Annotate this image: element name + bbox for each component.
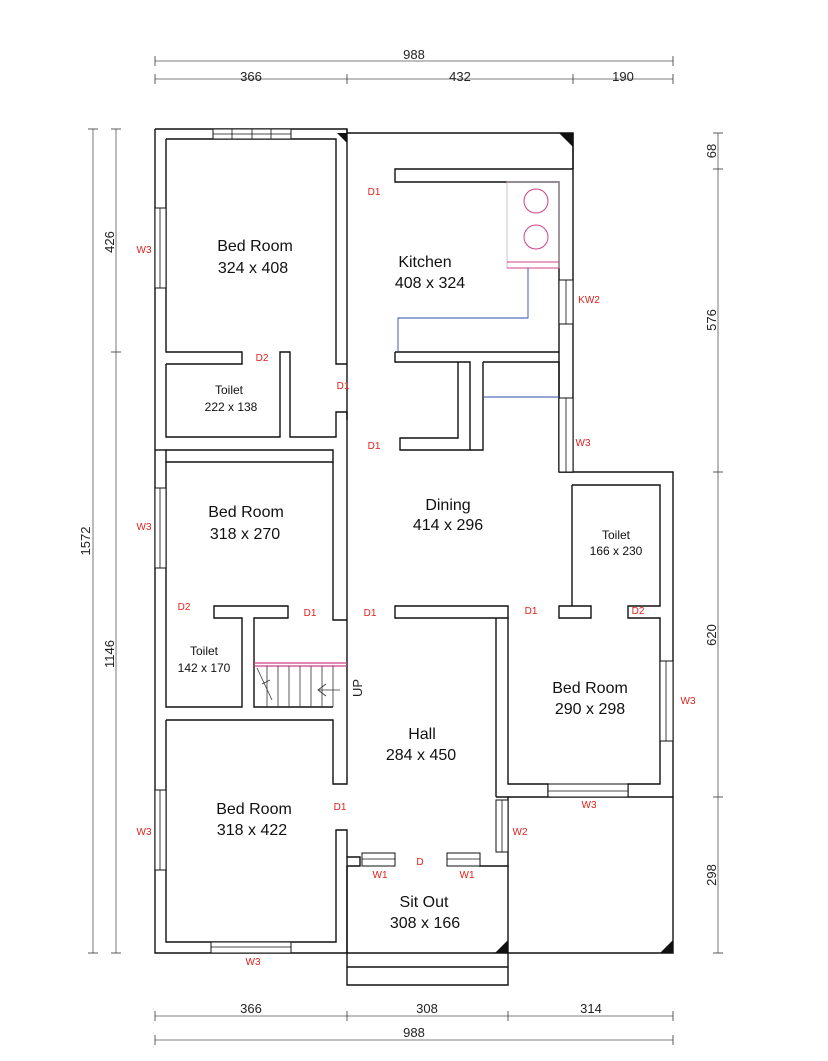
window-left-bed4 (154, 789, 167, 871)
corner-columns (337, 133, 673, 953)
tag-w3: W3 (576, 438, 591, 449)
column-marker (337, 133, 347, 143)
stove-burner-icon (523, 188, 549, 214)
window-bottom-bed3 (547, 783, 629, 798)
window-left-bed2 (154, 487, 167, 569)
tag-kw2: KW2 (578, 295, 600, 306)
tag-d1: D1 (337, 381, 350, 392)
toilet1-name: Toilet (215, 383, 244, 397)
hall-name: Hall (408, 726, 436, 743)
column-marker (559, 133, 573, 147)
window-right-bed3 (659, 660, 674, 742)
tag-w3: W3 (246, 957, 261, 968)
tag-d1: D1 (368, 441, 381, 452)
kitchen-size: 408 x 324 (395, 275, 465, 292)
kitchen-name: Kitchen (398, 254, 451, 271)
window-hall-w2 (495, 799, 509, 853)
tag-w1: W1 (373, 870, 388, 881)
bedroom2-size: 318 x 270 (210, 526, 280, 543)
tag-w3: W3 (137, 827, 152, 838)
tag-d2: D2 (178, 602, 191, 613)
top-total-dim: 988 (403, 47, 425, 62)
dining-name: Dining (425, 497, 470, 514)
sitout-size: 308 x 166 (390, 915, 460, 932)
tag-d2: D2 (632, 606, 645, 617)
left-dimensions: 1572 426 1146 (78, 128, 121, 954)
tag-d1: D1 (368, 187, 381, 198)
column-marker (495, 940, 508, 953)
room-labels: Bed Room 324 x 408 Kitchen 408 x 324 Toi… (178, 238, 643, 932)
bedroom3-size: 290 x 298 (555, 701, 625, 718)
tag-d1: D1 (334, 802, 347, 813)
bedroom3-name: Bed Room (552, 680, 628, 697)
tag-d2: D2 (256, 353, 269, 364)
tag-d1: D1 (364, 608, 377, 619)
tag-d1: D1 (525, 606, 538, 617)
bottom-dim-seg-1: 366 (240, 1001, 262, 1016)
toilet3-size: 142 x 170 (178, 661, 231, 675)
tag-w1: W1 (460, 870, 475, 881)
right-dim-seg-1: 68 (704, 144, 719, 158)
tag-main-door: D (416, 857, 423, 868)
hall-size: 284 x 450 (386, 747, 456, 764)
left-dim-seg-1: 426 (102, 231, 117, 253)
top-dim-seg-1: 366 (240, 69, 262, 84)
bottom-dim-seg-2: 308 (416, 1001, 438, 1016)
bedroom2-name: Bed Room (208, 504, 284, 521)
column-marker (660, 940, 673, 953)
left-dim-seg-2: 1146 (102, 640, 117, 668)
bottom-dim-seg-3: 314 (580, 1001, 602, 1016)
toilet1-size: 222 x 138 (205, 400, 258, 414)
tag-w3: W3 (137, 245, 152, 256)
opening-tags: D1 KW2 W3 D2 D1 D1 W3 W3 D2 D1 D1 D1 D2 … (137, 187, 696, 968)
toilet2-size: 166 x 230 (590, 544, 643, 558)
toilet3-name: Toilet (190, 644, 219, 658)
staircase (254, 662, 347, 707)
bedroom4-name: Bed Room (216, 801, 292, 818)
window-w1-left (361, 852, 396, 867)
bedroom1-size: 324 x 408 (218, 260, 288, 277)
top-dim-seg-3: 190 (612, 69, 634, 84)
sitout-name: Sit Out (400, 894, 449, 911)
right-dim-seg-2: 576 (704, 309, 719, 331)
bedroom1-name: Bed Room (217, 238, 293, 255)
window-left-bed1 (154, 207, 167, 289)
kitchen-fixtures (397, 181, 560, 398)
window-east (558, 397, 574, 473)
window-w1-right (446, 852, 481, 867)
top-dim-seg-2: 432 (449, 69, 471, 84)
bottom-total-dim: 988 (403, 1025, 425, 1040)
dining-size: 414 x 296 (413, 517, 483, 534)
tag-w3: W3 (681, 696, 696, 707)
toilet2-name: Toilet (602, 528, 631, 542)
plumbing-line (397, 268, 529, 352)
tag-w2: W2 (513, 827, 528, 838)
stove-burner-icon (523, 224, 549, 250)
window-bottom-bed4 (210, 941, 292, 954)
tag-d1: D1 (304, 608, 317, 619)
tag-w3: W3 (137, 522, 152, 533)
stair-up-label: UP (350, 679, 365, 697)
window-kitchen (558, 279, 574, 325)
window-top-bed1 (212, 128, 292, 140)
top-dimensions: 988 366 432 190 (154, 47, 674, 84)
bedroom4-size: 318 x 422 (217, 822, 287, 839)
right-dim-seg-3: 620 (704, 624, 719, 646)
right-dim-seg-4: 298 (704, 864, 719, 886)
left-total-dim: 1572 (78, 527, 93, 556)
tag-w3: W3 (582, 800, 597, 811)
windows (154, 128, 674, 954)
right-dimensions: 68 576 620 298 (704, 132, 723, 954)
bottom-dimensions: 366 308 314 988 (154, 1001, 674, 1045)
